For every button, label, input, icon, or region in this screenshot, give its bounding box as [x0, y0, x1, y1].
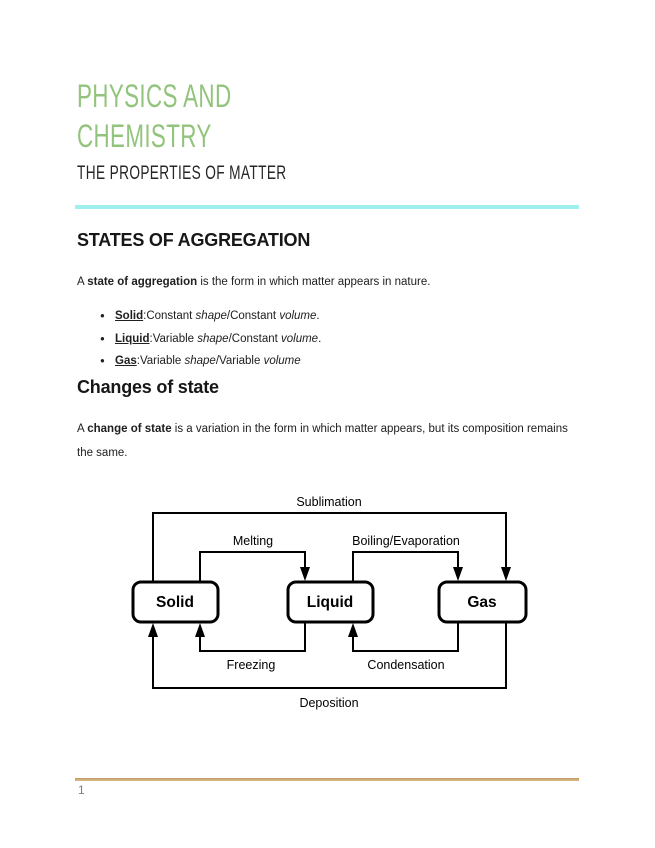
arrowhead-up-icon: [148, 623, 158, 637]
diagram-connectors: [152, 512, 507, 689]
gas-box-label: Gas: [467, 594, 496, 611]
intro2-suffix: is a variation in the form in which matt…: [77, 423, 568, 459]
page-number: 1: [78, 783, 85, 797]
melting-arrow-line: [199, 551, 306, 582]
document-title: PHYSICS AND CHEMISTRY: [77, 78, 232, 154]
arrowhead-up-icon: [348, 623, 358, 637]
gas-box: [437, 580, 528, 624]
cyan-divider-line: [75, 205, 579, 209]
state-change-diagram-svg: Solid Liquid Gas Sublimation Melting Boi…: [131, 495, 528, 710]
states-bullet-list: ● Solid:Constant shape/Constant volume. …: [100, 305, 321, 373]
intro1-suffix: is the form in which matter appears in n…: [197, 276, 431, 288]
melting-label: Melting: [233, 534, 273, 548]
state-boxes: [131, 580, 528, 624]
list-item-text: Liquid:Variable shape/Constant volume.: [115, 332, 322, 345]
solid-box: [131, 580, 220, 624]
intro1-bold-term: state of aggregation: [87, 276, 198, 288]
boiling-label: Boiling/Evaporation: [352, 534, 460, 548]
list-item-text: Gas:Variable shape/Variable volume: [115, 355, 301, 367]
condensation-arrow-line: [352, 622, 459, 652]
states-intro-paragraph: A state of aggregation is the form in wh…: [77, 270, 581, 294]
footer-divider-line: [75, 778, 579, 781]
states-of-matter-diagram: Solid Liquid Gas Sublimation Melting Boi…: [120, 487, 540, 724]
arrowhead-down-icon: [300, 567, 310, 581]
freezing-label: Freezing: [227, 658, 276, 672]
sublimation-label: Sublimation: [296, 495, 361, 509]
changes-intro-paragraph: A change of state is a variation in the …: [77, 417, 581, 465]
arrowhead-down-icon: [501, 567, 511, 581]
arrowhead-up-icon: [195, 623, 205, 637]
sublimation-arrow-line: [152, 512, 507, 582]
condensation-label: Condensation: [367, 658, 444, 672]
bullet-icon: ●: [100, 311, 105, 320]
arrowhead-down-icon: [453, 567, 463, 581]
liquid-box: [286, 580, 375, 624]
freezing-arrow-line: [199, 622, 306, 652]
bullet-icon: ●: [100, 333, 105, 343]
intro1-prefix: A: [77, 276, 88, 288]
liquid-box-label: Liquid: [307, 594, 354, 611]
document-subtitle: THE PROPERTIES OF MATTER: [77, 163, 287, 184]
diagram-arrowheads: [148, 567, 511, 637]
list-item-gas: ● Gas:Variable shape/Variable volume: [100, 350, 321, 373]
boiling-arrow-line: [352, 551, 459, 582]
bullet-icon: ●: [100, 356, 105, 365]
intro2-bold-term: change of state: [87, 423, 172, 435]
section-heading-changes-of-state: Changes of state: [77, 377, 219, 397]
list-item-liquid: ● Liquid:Variable shape/Constant volume.: [100, 328, 321, 351]
intro2-prefix: A: [77, 423, 88, 435]
section-heading-states-of-aggregation: STATES OF AGGREGATION: [77, 230, 311, 250]
list-item-text: Solid:Constant shape/Constant volume.: [115, 310, 320, 322]
deposition-arrow-line: [152, 622, 507, 689]
list-item-solid: ● Solid:Constant shape/Constant volume.: [100, 305, 321, 328]
solid-box-label: Solid: [156, 594, 194, 611]
deposition-label: Deposition: [299, 696, 358, 710]
